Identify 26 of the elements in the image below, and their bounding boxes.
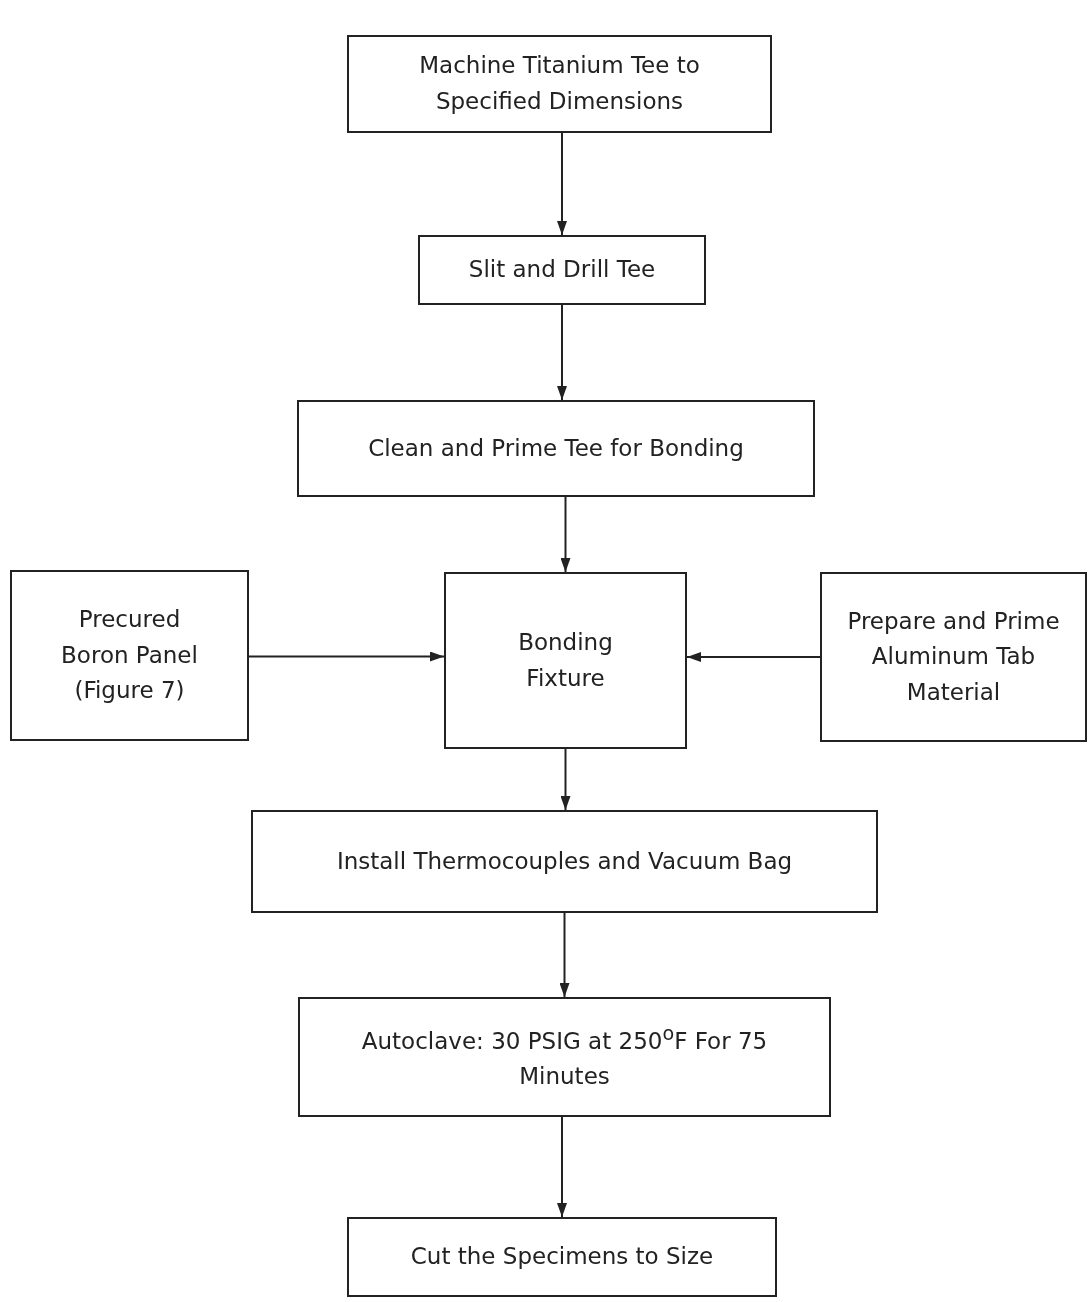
arrow bbox=[686, 652, 821, 662]
step-label: Autoclave: 30 PSIG at 250$^{o}$F For 75 Minutes bbox=[360, 1021, 769, 1092]
process-box bbox=[347, 35, 772, 133]
arrow bbox=[248, 651, 445, 662]
arrow bbox=[560, 748, 571, 811]
step-label: Clean and Prime Tee for Bonding bbox=[368, 433, 744, 463]
process-box bbox=[347, 1217, 777, 1297]
step-label: Machine Titanium Tee to Specified Dimensions bbox=[418, 51, 701, 116]
process-box bbox=[820, 572, 1087, 742]
arrow bbox=[559, 912, 570, 998]
step-label: Install Thermocouples and Vacuum Bag bbox=[336, 846, 793, 876]
process-box bbox=[10, 570, 249, 741]
process-box bbox=[444, 572, 687, 749]
step-label: Slit and Drill Tee bbox=[468, 255, 656, 285]
step-label: Precured Boron Panel (Figure 7) bbox=[60, 605, 199, 706]
arrow bbox=[557, 132, 567, 236]
process-box bbox=[418, 235, 706, 305]
arrow bbox=[560, 496, 571, 573]
step-label: Bonding Fixture bbox=[517, 627, 614, 693]
step-label: Cut the Specimens to Size bbox=[410, 1242, 714, 1272]
arrow bbox=[557, 304, 567, 401]
step-label: Prepare and Prime Aluminum Tab Material bbox=[846, 606, 1061, 707]
process-box bbox=[251, 810, 878, 913]
process-box bbox=[297, 400, 815, 497]
arrow bbox=[557, 1116, 567, 1218]
process-box bbox=[298, 997, 831, 1117]
